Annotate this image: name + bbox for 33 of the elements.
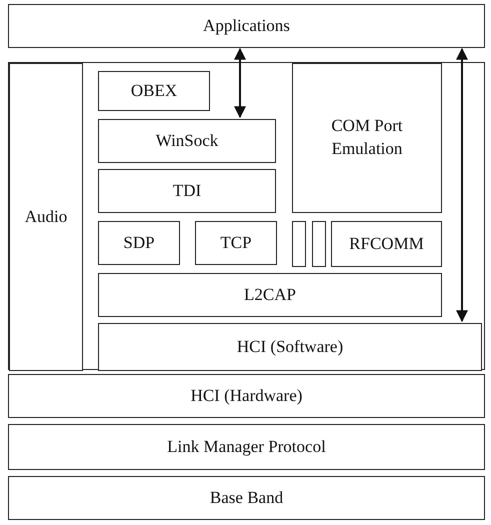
layer-box [8, 424, 485, 470]
layer-label: Audio [24, 206, 68, 228]
layer-box [9, 63, 83, 371]
layer-label: Link Manager Protocol [167, 436, 326, 458]
layer-label: RFCOMM [349, 232, 424, 255]
layer-box [98, 169, 276, 213]
layer-label: Applications [203, 14, 290, 37]
double-arrow [234, 48, 246, 118]
layer-box [8, 476, 485, 520]
layer-box [98, 119, 276, 163]
layer-box [98, 71, 210, 111]
layer-box [8, 4, 485, 48]
layer-box [98, 323, 482, 371]
layer-box [98, 273, 442, 317]
layer-label: WinSock [156, 130, 218, 152]
layer-label: Base Band [210, 486, 284, 509]
layer-label: SDP [123, 232, 155, 254]
layer-label: OBEX [130, 80, 178, 102]
layer-box [331, 221, 442, 267]
layer-label: TCP [220, 232, 252, 254]
stack-layer-box [292, 221, 306, 267]
layer-label: HCI (Software) [236, 336, 344, 358]
stack-layer-box [312, 221, 326, 267]
double-arrow [456, 48, 468, 322]
layer-box [195, 221, 277, 265]
layer-label: L2CAP [244, 284, 296, 306]
layer-label: TDI [172, 180, 202, 202]
stack-layer-box [8, 62, 485, 370]
layer-label: COM Port Emulation [330, 115, 404, 160]
layer-label: HCI (Hardware) [190, 384, 302, 407]
layer-box [98, 221, 180, 265]
layer-box [292, 63, 442, 213]
layer-box [8, 374, 485, 418]
